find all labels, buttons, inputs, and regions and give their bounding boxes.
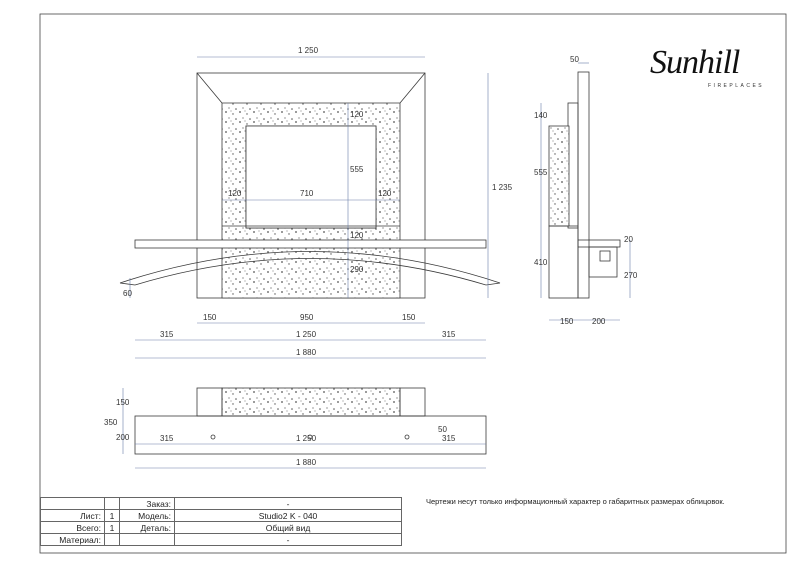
dim-right-ext: 315: [442, 330, 456, 339]
dim-mid-1250: 1 250: [296, 330, 317, 339]
material-label: Материал:: [40, 533, 105, 546]
brand-name: Sunhill: [650, 44, 740, 81]
drawing-note: Чертежи несут только информационный хара…: [426, 497, 725, 506]
model-label: Модель:: [119, 509, 175, 522]
sheet-frame: [39, 13, 787, 554]
order-label: Заказ:: [119, 497, 175, 510]
detail-label: Деталь:: [119, 521, 175, 534]
brand-logo: Sunhill FIREPLACES: [650, 40, 770, 100]
dim-plan-50: 50: [438, 425, 447, 434]
plan-dim-labels: 150 200 350 50 315 1 250 315 1 880: [104, 398, 456, 467]
dim-left-ext: 315: [160, 330, 174, 339]
dim-side-270: 270: [624, 271, 638, 280]
dim-mid-band: 120: [350, 231, 364, 240]
dim-opening-width: 710: [300, 189, 314, 198]
dim-side-band-left: 120: [228, 189, 242, 198]
sheet-value: 1: [104, 509, 120, 522]
dim-side-410: 410: [534, 258, 548, 267]
dim-lower-panel: 290: [350, 265, 364, 274]
side-dim-labels: 50 140 555 410 20 270 150 200: [534, 55, 638, 326]
dim-side-200: 200: [592, 317, 606, 326]
dim-front-height: 1 235: [492, 183, 513, 192]
model-value: Studio2 K - 040: [174, 509, 402, 522]
front-view: [119, 72, 501, 299]
sheet-label: Лист:: [40, 509, 105, 522]
side-dimensions: [540, 62, 631, 321]
total-label: Всего:: [40, 521, 105, 534]
dim-opening-height: 555: [350, 165, 364, 174]
dim-side-band-right: 120: [378, 189, 392, 198]
side-view: [548, 71, 621, 299]
dim-side-20: 20: [624, 235, 633, 244]
brand-sub: FIREPLACES: [708, 83, 765, 89]
dim-plan-350: 350: [104, 418, 118, 427]
dim-base-mid: 950: [300, 313, 314, 322]
dim-plan-200: 200: [116, 433, 130, 442]
front-dim-labels: 1 250 710 120 120 120 555 120 290 1 235 …: [123, 46, 513, 357]
dim-side-150: 150: [560, 317, 574, 326]
total-value: 1: [104, 521, 120, 534]
plan-dimensions: [122, 388, 486, 469]
dim-side-top: 50: [570, 55, 579, 64]
dim-plan-mid: 1 250: [296, 434, 317, 443]
order-value: -: [174, 497, 402, 510]
dim-plan-150: 150: [116, 398, 130, 407]
dim-plan-left: 315: [160, 434, 174, 443]
dim-overall: 1 880: [296, 348, 317, 357]
detail-value: Общий вид: [174, 521, 402, 534]
dim-shelf-edge: 60: [123, 289, 132, 298]
dim-top-band: 120: [350, 110, 364, 119]
front-dimensions: [129, 56, 489, 359]
dim-side-555: 555: [534, 168, 548, 177]
material-value: -: [174, 533, 402, 546]
dim-base-left: 150: [203, 313, 217, 322]
dim-side-140: 140: [534, 111, 548, 120]
dim-base-right: 150: [402, 313, 416, 322]
title-block: Заказ: - Лист: 1 Модель: Studio2 K - 040…: [40, 497, 402, 546]
dim-plan-right: 315: [442, 434, 456, 443]
plan-view: [134, 387, 487, 455]
dim-plan-overall: 1 880: [296, 458, 317, 467]
dim-front-width: 1 250: [298, 46, 319, 55]
